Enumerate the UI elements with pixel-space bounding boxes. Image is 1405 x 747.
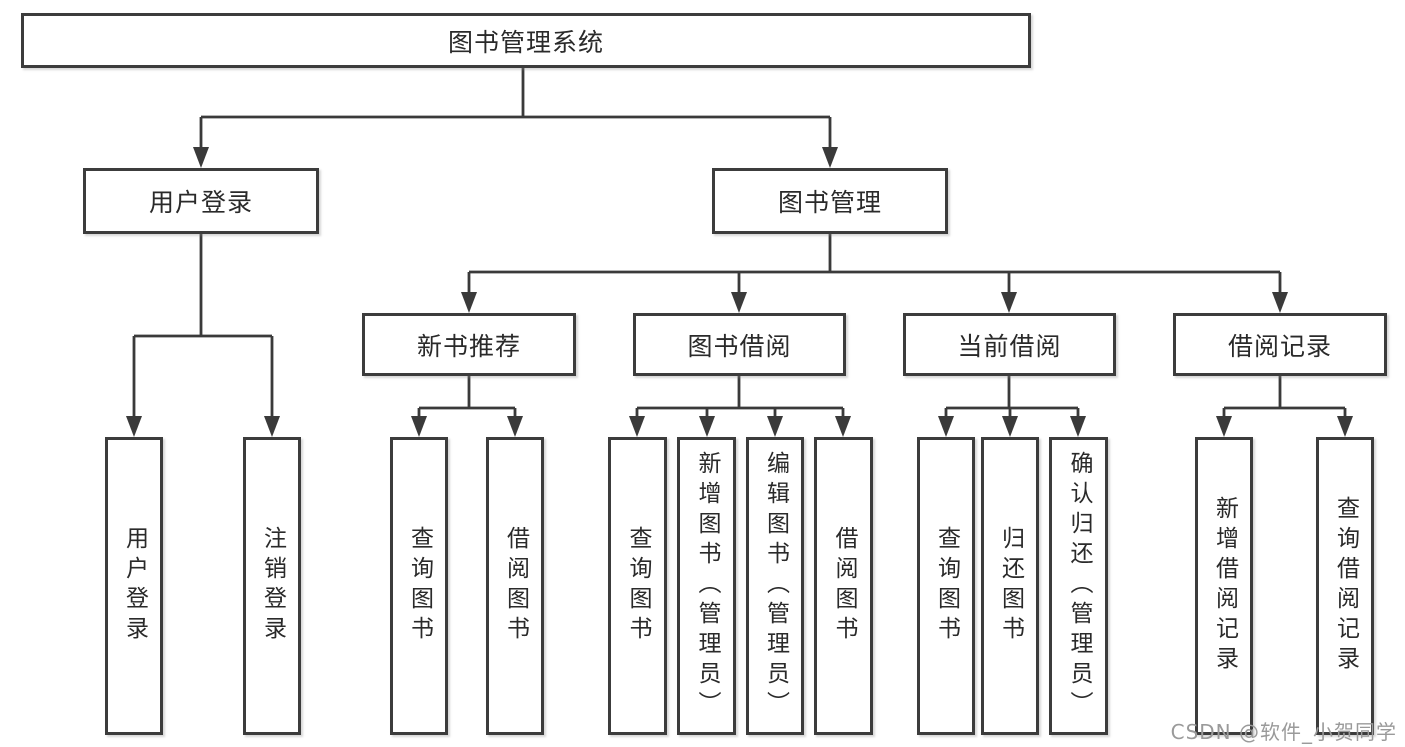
leaf-nbr-query-books-label: 查询图书 — [406, 526, 433, 646]
leaf-br-add-record-label: 新增借阅记录 — [1211, 496, 1238, 676]
node-root-label: 图书管理系统 — [447, 27, 604, 57]
node-current-borrowing: 当前借阅 — [903, 313, 1116, 376]
node-book-management-label: 图书管理 — [777, 188, 882, 217]
arrowheads — [126, 147, 1353, 437]
leaf-cb-query-books: 查询图书 — [917, 437, 975, 735]
node-book-borrowing: 图书借阅 — [633, 313, 846, 376]
leaf-cb-query-books-label: 查询图书 — [933, 526, 960, 646]
node-user-login: 用户登录 — [83, 168, 319, 234]
leaf-br-query-record: 查询借阅记录 — [1316, 437, 1374, 735]
leaf-br-add-record: 新增借阅记录 — [1195, 437, 1253, 735]
node-user-login-label: 用户登录 — [148, 188, 253, 217]
leaf-bb-query-books-label: 查询图书 — [625, 526, 651, 646]
node-borrowing-records: 借阅记录 — [1173, 313, 1387, 376]
leaf-bb-borrow-books: 借阅图书 — [814, 437, 873, 735]
leaf-bb-edit-books-admin-label: 编辑图书（管理员） — [762, 451, 789, 721]
leaf-user-login: 用户登录 — [105, 437, 163, 735]
node-new-book-recommend-label: 新书推荐 — [416, 331, 521, 361]
leaf-nbr-borrow-books-label: 借阅图书 — [502, 526, 529, 646]
leaf-bb-query-books: 查询图书 — [608, 437, 667, 735]
node-new-book-recommend: 新书推荐 — [362, 313, 576, 376]
leaf-bb-borrow-books-label: 借阅图书 — [831, 526, 857, 646]
leaf-cb-confirm-return-admin: 确认归还（管理员） — [1049, 437, 1108, 735]
csdn-watermark: CSDN @软件_小贺同学 — [1170, 720, 1397, 744]
node-current-borrowing-label: 当前借阅 — [957, 331, 1062, 361]
leaf-logout: 注销登录 — [243, 437, 301, 735]
leaf-bb-edit-books-admin: 编辑图书（管理员） — [746, 437, 804, 735]
leaf-logout-label: 注销登录 — [259, 526, 286, 646]
connector-lines — [132, 68, 1347, 418]
node-borrowing-records-label: 借阅记录 — [1227, 331, 1332, 361]
node-root: 图书管理系统 — [21, 13, 1031, 68]
node-book-management: 图书管理 — [712, 168, 948, 234]
leaf-user-login-label: 用户登录 — [121, 526, 148, 646]
leaf-cb-return-books: 归还图书 — [981, 437, 1039, 735]
leaf-nbr-query-books: 查询图书 — [390, 437, 448, 735]
leaf-bb-add-books-admin-label: 新增图书（管理员） — [694, 451, 720, 721]
leaf-cb-confirm-return-admin-label: 确认归还（管理员） — [1066, 451, 1092, 721]
leaf-cb-return-books-label: 归还图书 — [997, 526, 1024, 646]
leaf-nbr-borrow-books: 借阅图书 — [486, 437, 544, 735]
leaf-bb-add-books-admin: 新增图书（管理员） — [677, 437, 736, 735]
node-book-borrowing-label: 图书借阅 — [687, 331, 792, 361]
leaf-br-query-record-label: 查询借阅记录 — [1332, 496, 1359, 676]
